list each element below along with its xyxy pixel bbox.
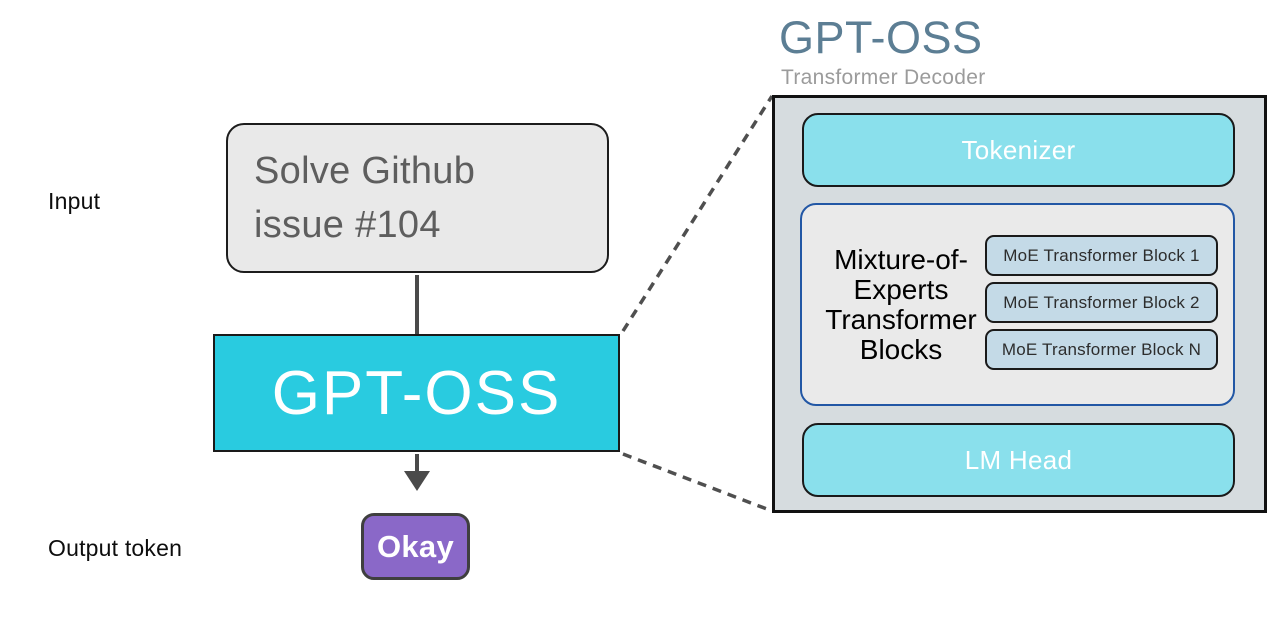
lm-head-label: LM Head [964,444,1073,475]
input-label: Input [48,188,101,214]
gpt-oss-model-box: GPT-OSS [213,334,620,452]
prompt-line-1: Solve Github [254,150,476,192]
lm-head-bar: LM Head [802,423,1235,497]
model-to-output-arrowhead [404,471,430,491]
moe-transformer-block-2: MoE Transformer Block 2 [985,282,1218,323]
moe-blocks-stack: MoE Transformer Block 1 MoE Transformer … [985,235,1218,376]
gpt-oss-model-label: GPT-OSS [271,358,562,428]
zoom-dash-top [621,95,774,332]
output-token-text: Okay [376,528,455,564]
prompt-box: Solve Github issue #104 [226,123,609,273]
moe-group-label-line1: Mixture-of- [834,243,968,275]
moe-group-label: Mixture-of- Experts Transformer Blocks [810,205,992,404]
decoder-subtitle: Transformer Decoder [781,66,986,89]
moe-blocks-container: Mixture-of- Experts Transformer Blocks M… [800,203,1235,406]
tokenizer-label: Tokenizer [961,134,1076,165]
prompt-line-2: issue #104 [254,204,441,246]
moe-transformer-block-1: MoE Transformer Block 1 [985,235,1218,276]
decoder-title: GPT-OSS [779,12,983,63]
tokenizer-bar: Tokenizer [802,113,1235,187]
output-token-label: Output token [48,535,183,561]
moe-group-label-line3: Transformer [825,303,977,335]
output-token-box: Okay [361,513,470,580]
zoom-dash-bottom [622,452,773,513]
transformer-decoder-panel: Tokenizer Mixture-of- Experts Transforme… [772,95,1267,513]
moe-group-label-line2: Experts [853,273,949,305]
moe-transformer-block-n: MoE Transformer Block N [985,329,1218,370]
moe-group-label-line4: Blocks [859,333,943,365]
